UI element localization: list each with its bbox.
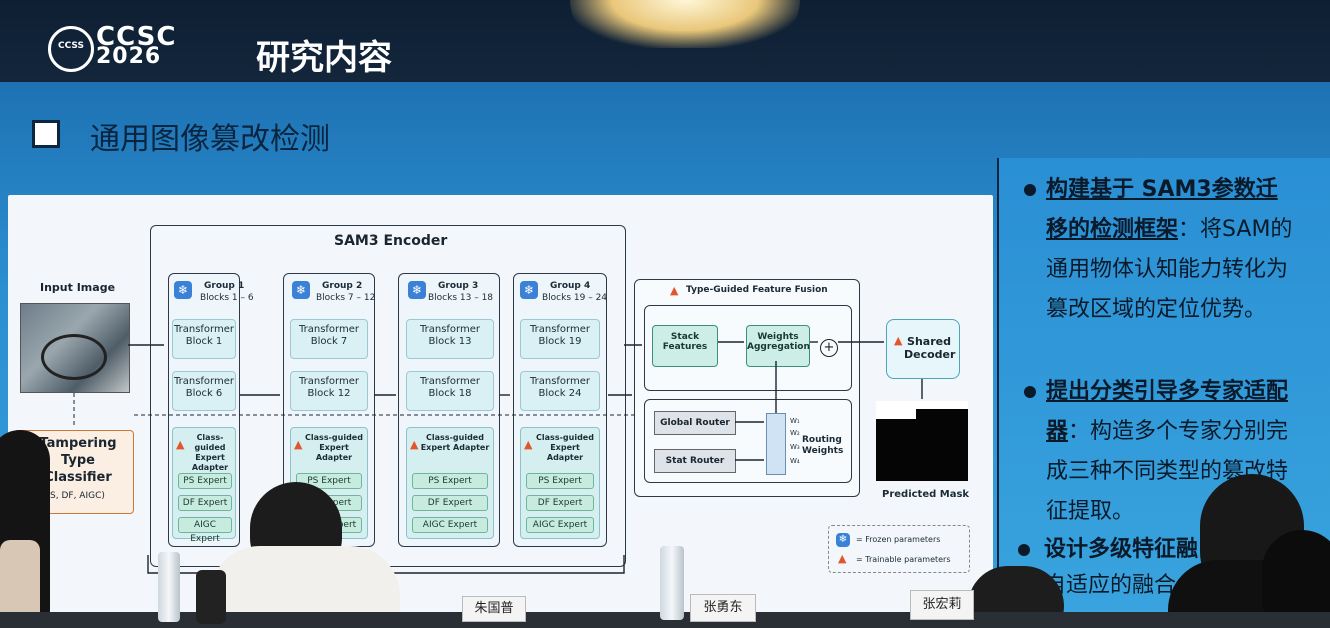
group-3-title: Group 3 — [438, 281, 479, 291]
audience-far-right — [1262, 530, 1330, 628]
point-3-rest: 自适应的融合 — [1044, 573, 1177, 598]
plus-circle-icon: + — [820, 339, 838, 357]
group-3-blocks: Blocks 13 – 18 — [428, 293, 494, 303]
chandelier-glow — [570, 0, 800, 48]
adapter-label: Class-guided Expert Adapter — [536, 433, 594, 462]
predicted-mask — [876, 401, 968, 481]
predicted-label: Predicted Mask — [882, 489, 970, 500]
transformer-block: Transformer Block 6 — [172, 371, 236, 411]
flame-icon: ▲ — [838, 552, 847, 565]
bullet-icon — [1024, 386, 1036, 398]
w-label: W₂ — [790, 429, 800, 437]
slide-title: 研究内容 — [256, 38, 392, 78]
flame-icon: ▲ — [670, 284, 679, 297]
nameplate: 张宏莉 — [910, 590, 974, 620]
shared-decoder — [886, 319, 960, 379]
stack-features: Stack Features — [652, 325, 718, 367]
ps-expert: PS Expert — [178, 473, 232, 489]
flame-icon: ▲ — [410, 438, 419, 451]
w-label: W₃ — [790, 443, 800, 451]
w-label: W₁ — [790, 417, 800, 425]
classifier-title: Tampering Type Classifier — [39, 436, 117, 485]
bullet-icon — [1024, 184, 1036, 196]
point-1-bold: 构建基于 SAM3参数迁移的检测框架 — [1046, 177, 1278, 242]
input-image — [20, 303, 130, 393]
df-expert: DF Expert — [526, 495, 594, 511]
group-4-blocks: Blocks 19 – 24 — [542, 293, 608, 303]
logo-line2: 2026 — [96, 44, 162, 69]
group-4-title: Group 4 — [550, 281, 591, 291]
logo-line1: CCSC — [96, 22, 177, 52]
snowflake-icon: ❄ — [520, 281, 538, 299]
bullet-icon — [1018, 544, 1030, 556]
snowflake-icon: ❄ — [292, 281, 310, 299]
section-bullet-icon — [32, 120, 60, 148]
weights-aggregation: Weights Aggregation — [746, 325, 810, 367]
aigc-expert: AIGC Expert — [526, 517, 594, 533]
transformer-block: Transformer Block 1 — [172, 319, 236, 359]
water-bottle — [660, 546, 684, 620]
point-3: 设计多级特征融 — [1044, 530, 1224, 570]
diagram-connectors — [73, 341, 923, 574]
fusion-inner-bottom — [644, 399, 852, 483]
fusion-inner-top — [644, 305, 852, 391]
fusion-title: Type-Guided Feature Fusion — [686, 285, 828, 295]
classifier-sub: (PS, DF, AIGC) — [41, 491, 105, 501]
water-bottle — [158, 552, 180, 622]
legend-trainable: = Trainable parameters — [856, 555, 951, 564]
flame-icon: ▲ — [894, 334, 903, 347]
flame-icon: ▲ — [294, 438, 303, 451]
section-title: 通用图像篡改检测 — [90, 122, 330, 157]
df-expert: DF Expert — [412, 495, 488, 511]
nameplate: 朱国普 — [462, 596, 526, 622]
transformer-block: Transformer Block 18 — [406, 371, 494, 411]
ps-expert: PS Expert — [526, 473, 594, 489]
transformer-block: Transformer Block 13 — [406, 319, 494, 359]
group-1-blocks: Blocks 1 – 6 — [200, 293, 254, 303]
flame-icon: ▲ — [524, 438, 533, 451]
snowflake-icon: ❄ — [174, 281, 192, 299]
group-1-title: Group 1 — [204, 281, 245, 291]
aigc-expert: AIGC Expert — [178, 517, 232, 544]
adapter-label: Class-guided Expert Adapter — [191, 433, 229, 472]
w-label: W₄ — [790, 457, 800, 465]
decoder-label: Shared Decoder — [904, 335, 956, 361]
encoder-title: SAM3 Encoder — [334, 233, 448, 249]
weights-column — [766, 413, 786, 475]
point-3-bold: 设计多级特征融 — [1044, 537, 1199, 562]
nameplate: 张勇东 — [690, 594, 756, 622]
snowflake-icon: ❄ — [836, 533, 850, 547]
routing-weights: Routing Weights — [802, 435, 844, 456]
logo-badge-text: CCSS — [58, 41, 84, 51]
transformer-block: Transformer Block 19 — [520, 319, 600, 359]
global-router: Global Router — [654, 411, 736, 435]
point-1: 构建基于 SAM3参数迁移的检测框架：将SAM的通用物体认知能力转化为篡改区域的… — [1046, 170, 1296, 330]
input-image-label: Input Image — [40, 281, 116, 294]
snowflake-icon: ❄ — [408, 281, 426, 299]
logo-badge-icon: CCSS — [48, 26, 94, 72]
adapter-label: Class-guided Expert Adapter — [420, 433, 490, 452]
group-2-blocks: Blocks 7 – 12 — [316, 293, 376, 303]
ps-expert: PS Expert — [412, 473, 488, 489]
legend — [828, 525, 970, 573]
thermos-cup — [196, 570, 226, 624]
panel-divider — [997, 158, 999, 628]
transformer-block: Transformer Block 7 — [290, 319, 368, 359]
point-2-bold: 提出分类引导多专家适配器 — [1046, 379, 1289, 444]
group-2-title: Group 2 — [322, 281, 363, 291]
table-edge — [0, 612, 1330, 628]
point-1-rest: ：将SAM的通用物体认知能力转化为篡改区域的定位优势。 — [1046, 217, 1293, 322]
adapter-label: Class-guided Expert Adapter — [305, 433, 363, 462]
aigc-expert: AIGC Expert — [412, 517, 488, 533]
stat-router: Stat Router — [654, 449, 736, 473]
legend-frozen: = Frozen parameters — [856, 535, 941, 544]
flame-icon: ▲ — [176, 438, 185, 451]
df-expert: DF Expert — [178, 495, 232, 511]
transformer-block: Transformer Block 24 — [520, 371, 600, 411]
transformer-block: Transformer Block 12 — [290, 371, 368, 411]
method-diagram: SAM3 Encoder Input Image ▲ Tampering Typ… — [8, 195, 993, 625]
